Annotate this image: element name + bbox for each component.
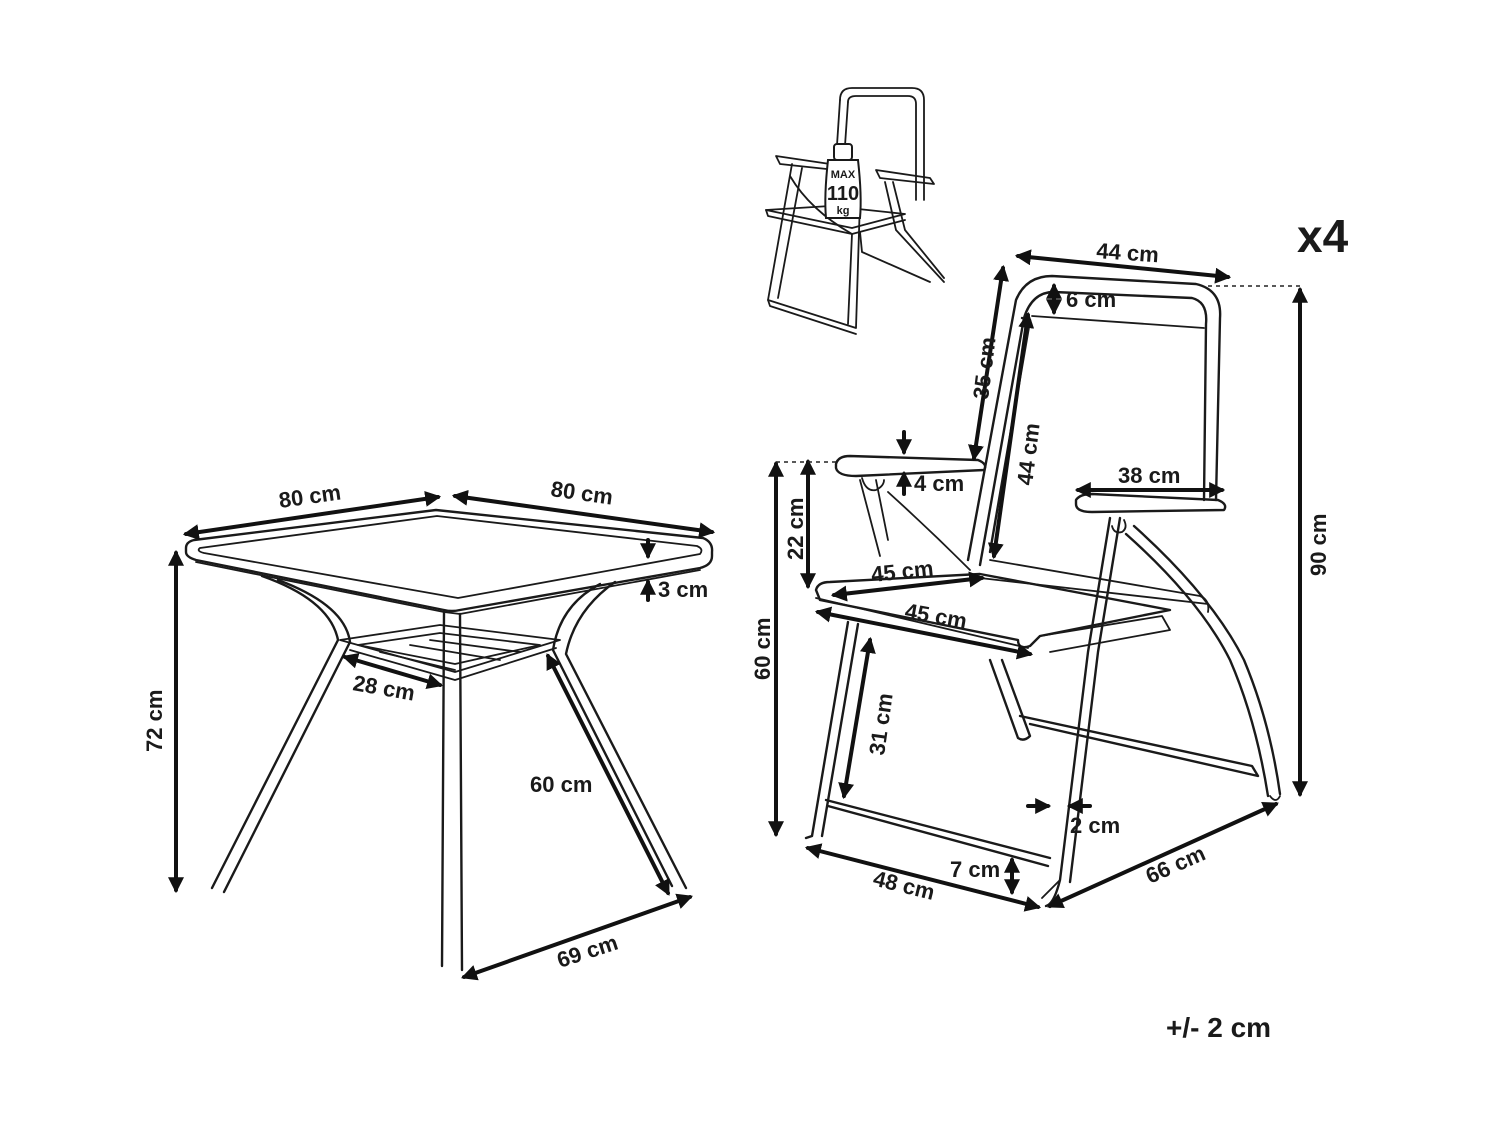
total-height-label: 90 cm bbox=[1306, 514, 1331, 576]
back-width-label: 44 cm bbox=[1096, 238, 1160, 267]
table-height-label: 72 cm bbox=[142, 690, 167, 752]
foot-height-label: 7 cm bbox=[950, 857, 1000, 882]
tolerance-label: +/- 2 cm bbox=[1166, 1012, 1271, 1043]
chair-drawing: 44 cm 6 cm 35 cm 44 cm 38 cm 4 cm 22 cm … bbox=[750, 238, 1331, 912]
weight-icon: MAX 110 kg bbox=[824, 143, 862, 219]
max-load-label: MAX bbox=[831, 169, 856, 181]
back-height-label: 44 cm bbox=[1012, 422, 1044, 487]
seat-depth-label: 45 cm bbox=[870, 556, 935, 587]
arm-height-label: 22 cm bbox=[783, 498, 808, 560]
chair-load-icon-drawing: MAX 110 kg bbox=[765, 87, 945, 335]
chair-quantity-label: x4 bbox=[1297, 210, 1349, 262]
max-load-value: 110 bbox=[827, 183, 859, 205]
armrest-width-label: 38 cm bbox=[1118, 463, 1180, 488]
table-drawing: 80 cm 80 cm 3 cm 72 cm 28 cm 60 cm 69 cm bbox=[142, 476, 716, 981]
table-width-right-label: 80 cm bbox=[549, 476, 614, 509]
table-leg-spread-label: 69 cm bbox=[554, 930, 621, 973]
back-upper-label: 35 cm bbox=[968, 336, 1000, 401]
top-rail-label: 6 cm bbox=[1066, 287, 1116, 312]
max-load-unit: kg bbox=[837, 205, 850, 217]
leg-height-label: 31 cm bbox=[864, 691, 897, 756]
table-leg-length-label: 60 cm bbox=[530, 772, 592, 797]
seat-width-label: 45 cm bbox=[903, 598, 969, 633]
table-width-left-label: 80 cm bbox=[277, 480, 342, 513]
table-top-thickness-label: 3 cm bbox=[658, 577, 708, 602]
base-width-label: 48 cm bbox=[871, 866, 938, 905]
armrest-thickness-label: 4 cm bbox=[914, 471, 964, 496]
tube-diameter-label: 2 cm bbox=[1070, 813, 1120, 838]
seat-height-label: 60 cm bbox=[750, 618, 775, 680]
